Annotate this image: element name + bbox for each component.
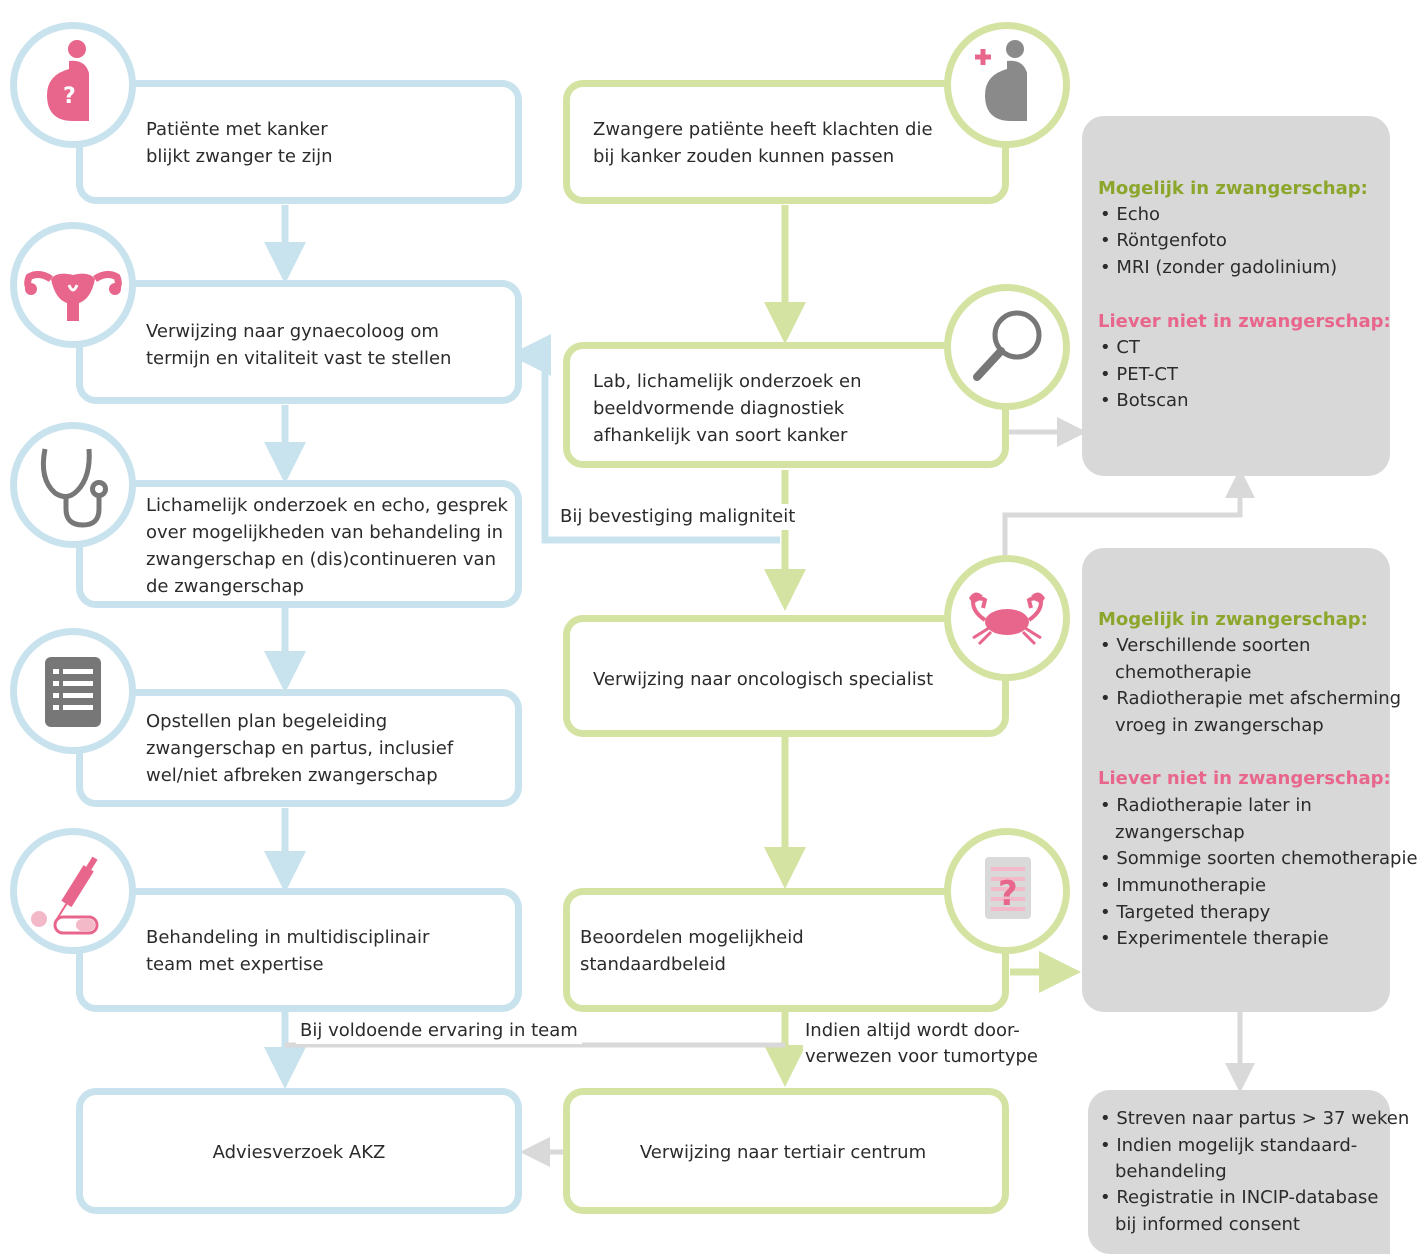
panel2-rather-not-item: • Targeted therapy <box>1100 902 1271 923</box>
left-step3-line4: de zwangerschap <box>146 576 304 597</box>
stethoscope-icon <box>10 422 136 548</box>
panel2-possible-heading: Mogelijk in zwangerschap: <box>1098 609 1368 630</box>
panel2-rather-not-item-cont: zwangerschap <box>1115 822 1245 843</box>
mid-step2-line3: afhankelijk van soort kanker <box>593 425 848 446</box>
mid-box-4 <box>563 888 1009 1012</box>
panel1-rather-not-item: • PET-CT <box>1100 364 1178 385</box>
mid-step1-line2: bij kanker zouden kunnen passen <box>593 146 895 167</box>
left-step1-line2: blijkt zwanger te zijn <box>146 146 333 167</box>
svg-text:?: ? <box>63 84 76 109</box>
panel1-possible-item: • Echo <box>1100 204 1161 225</box>
panel1-possible-heading: Mogelijk in zwangerschap: <box>1098 178 1368 199</box>
arrow-crab-to-panel1 <box>1002 468 1255 585</box>
panel1-possible-item: • MRI (zonder gadolinium) <box>1100 257 1338 278</box>
crab-icon <box>944 555 1070 681</box>
mid-step1-line1: Zwangere patiënte heeft klachten die <box>593 119 933 140</box>
side-panel-3 <box>1088 1090 1390 1254</box>
mid-final-box <box>563 1088 1009 1214</box>
panel3-item: • Registratie in INCIP-database <box>1100 1187 1379 1208</box>
question-document-icon: ? <box>944 828 1070 954</box>
mid-final-text: Verwijzing naar tertiair centrum <box>639 1142 927 1163</box>
syringe-pill-icon <box>10 828 136 954</box>
panel2-rather-not-item: • Immunotherapie <box>1100 875 1267 896</box>
uterus-icon <box>10 222 136 348</box>
panel2-rather-not-heading: Liever niet in zwangerschap: <box>1098 768 1391 789</box>
panel1-rather-not-heading: Liever niet in zwangerschap: <box>1098 311 1391 332</box>
mid-box-3 <box>563 615 1009 737</box>
left-step3-line1: Lichamelijk onderzoek en echo, gesprek <box>146 495 508 516</box>
edge-label-malignity: Bij bevestiging maligniteit <box>556 504 800 530</box>
left-step2-line2: termijn en vitaliteit vast te stellen <box>146 348 452 369</box>
panel2-rather-not-item: • Radiotherapie later in <box>1100 795 1312 816</box>
panel2-rather-not-item: • Experimentele therapie <box>1100 928 1329 949</box>
side-panel-1 <box>1082 116 1390 476</box>
panel1-possible-item: • Röntgenfoto <box>1100 230 1227 251</box>
panel2-possible-item-cont: vroeg in zwangerschap <box>1115 715 1324 736</box>
arrow-malignity-back <box>509 334 780 544</box>
mid-step3-line1: Verwijzing naar oncologisch specialist <box>593 669 934 690</box>
checklist-icon <box>10 628 136 754</box>
left-step3-line2: over mogelijkheden van behandeling in <box>146 522 504 543</box>
panel3-item-cont: behandeling <box>1115 1161 1227 1182</box>
left-step4-line1: Opstellen plan begeleiding <box>146 711 388 732</box>
panel3-item: • Indien mogelijk standaard- <box>1100 1135 1358 1156</box>
edge-label-always-line2: verwezen voor tumortype <box>803 1044 1040 1070</box>
left-step4-line3: wel/niet afbreken zwangerschap <box>146 765 438 786</box>
edge-label-team: Bij voldoende ervaring in team <box>296 1018 582 1044</box>
pregnant-question-icon: ? <box>10 22 136 148</box>
panel1-rather-not-item: • Botscan <box>1100 390 1189 411</box>
panel2-possible-item: • Verschillende soorten <box>1100 635 1311 656</box>
pregnant-plus-icon <box>944 22 1070 148</box>
panel2-possible-item: • Radiotherapie met afscherming <box>1100 688 1402 709</box>
mid-step4-line1: Beoordelen mogelijkheid <box>580 927 804 948</box>
left-step3-line3: zwangerschap en (dis)continueren van <box>146 549 496 570</box>
panel2-possible-item-cont: chemotherapie <box>1115 662 1252 683</box>
left-step5-line1: Behandeling in multidisciplinair <box>146 927 430 948</box>
left-step1-line1: Patiënte met kanker <box>146 119 328 140</box>
panel3-item-cont: bij informed consent <box>1115 1214 1300 1235</box>
left-final-box <box>76 1088 522 1214</box>
panel3-item: • Streven naar partus > 37 weken <box>1100 1108 1410 1129</box>
magnifier-icon <box>944 284 1070 410</box>
left-step2-line1: Verwijzing naar gynaecoloog om <box>146 321 439 342</box>
panel1-rather-not-item: • CT <box>1100 337 1140 358</box>
mid-step2-line1: Lab, lichamelijk onderzoek en <box>593 371 862 392</box>
left-step5-line2: team met expertise <box>146 954 324 975</box>
edge-label-always-line1: Indien altijd wordt door- <box>803 1018 1022 1044</box>
svg-text:?: ? <box>998 874 1018 914</box>
mid-step4-line2: standaardbeleid <box>580 954 726 975</box>
mid-step2-line2: beeldvormende diagnostiek <box>593 398 845 419</box>
left-step4-line2: zwangerschap en partus, inclusief <box>146 738 454 759</box>
mid-box-2 <box>563 342 1009 468</box>
side-panel-2 <box>1082 548 1390 1012</box>
left-final-text: Adviesverzoek AKZ <box>212 1142 386 1163</box>
panel2-rather-not-item: • Sommige soorten chemotherapie <box>1100 848 1418 869</box>
mid-box-1 <box>563 80 1009 204</box>
